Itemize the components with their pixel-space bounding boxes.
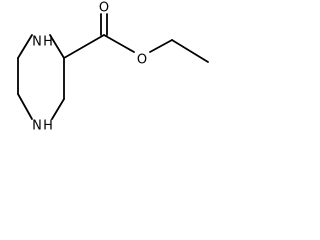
bond-c3-n4: [51, 98, 65, 120]
ester-oxygen-label: O: [137, 53, 147, 68]
ester-group: [63, 13, 209, 63]
bond-n1-c2: [49, 34, 65, 59]
bond-carbonyl-carbon-ester-oxygen: [103, 34, 135, 53]
carbonyl-oxygen-label: O: [99, 1, 109, 16]
bond-n4-c5: [17, 93, 33, 120]
nitrogen-1-label: N: [32, 35, 42, 50]
nitrogen-4-label: N: [32, 119, 42, 134]
molecule-structure: N H N H O O: [17, 1, 209, 134]
bond-c2-carbonyl-carbon: [63, 34, 105, 59]
atom-labels: N H N H O O: [32, 1, 147, 134]
piperazine-ring: [17, 34, 65, 120]
nitrogen-4-hydrogen-label: H: [43, 119, 53, 134]
bond-ethyl-ch2-ch3: [171, 39, 209, 63]
bond-ester-oxygen-ethyl-ch2: [149, 39, 173, 53]
bond-c6-n1: [17, 34, 33, 59]
nitrogen-1-hydrogen-label: H: [43, 35, 53, 50]
